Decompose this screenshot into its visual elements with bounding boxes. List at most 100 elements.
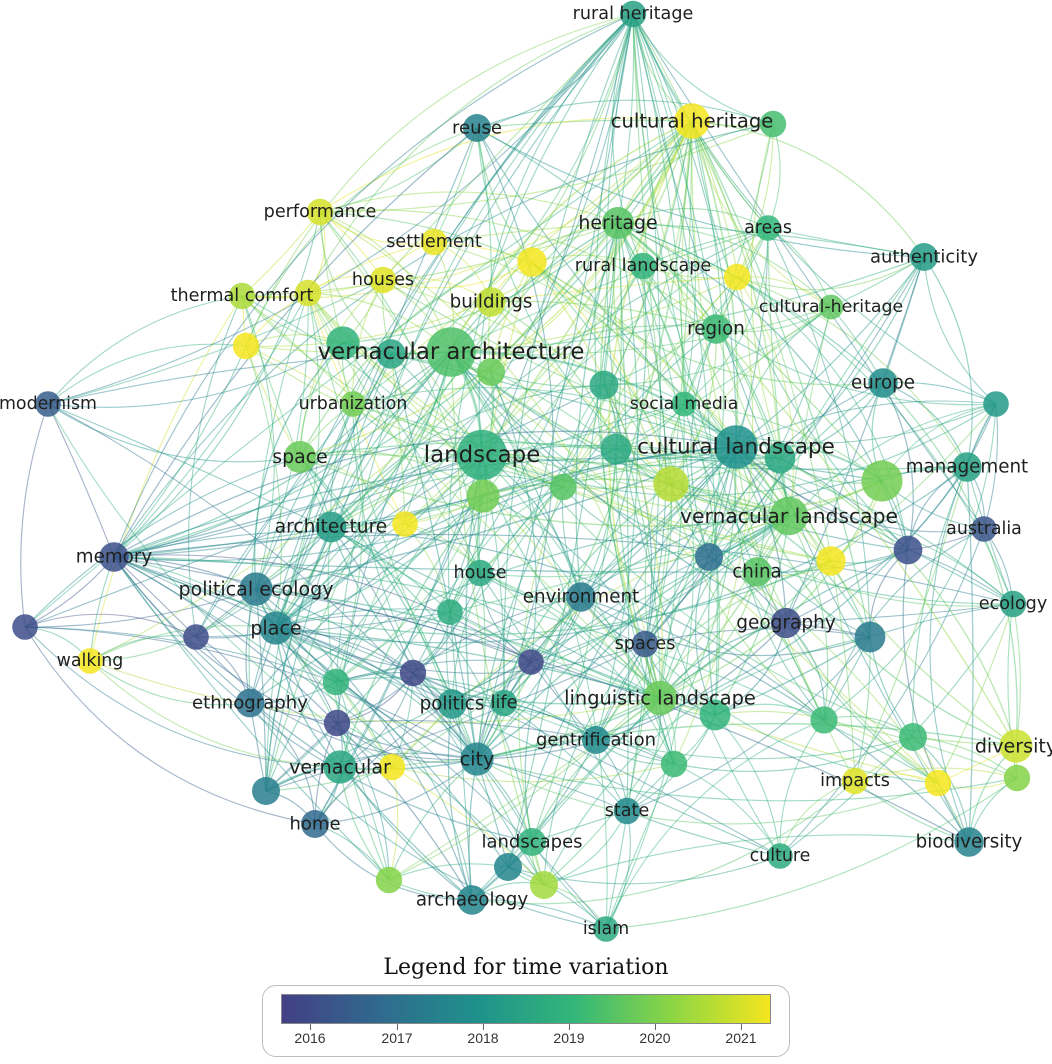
node-g13[interactable] <box>810 706 838 734</box>
node-cultural-heritage-2[interactable] <box>759 110 787 138</box>
node-urbanization[interactable] <box>340 391 366 417</box>
network-edge <box>479 515 790 578</box>
node-cultural-heritage[interactable] <box>674 103 710 139</box>
node-modernism[interactable] <box>35 391 61 417</box>
node-g6[interactable] <box>764 442 796 474</box>
node-g16[interactable] <box>1003 764 1031 792</box>
node-culture[interactable] <box>767 843 793 869</box>
node-p6[interactable] <box>323 709 351 737</box>
node-y6[interactable] <box>378 753 406 781</box>
node-reuse[interactable] <box>463 114 491 142</box>
network-edge <box>670 483 825 721</box>
node-region[interactable] <box>701 314 731 344</box>
node-vernacular-landscape[interactable] <box>769 496 809 536</box>
node-y5[interactable] <box>816 546 846 576</box>
node-australia[interactable] <box>971 516 997 542</box>
node-y1[interactable] <box>517 247 547 277</box>
node-biodiversity[interactable] <box>954 827 984 857</box>
node-l2[interactable] <box>530 871 558 899</box>
node-authenticity[interactable] <box>910 243 938 271</box>
node-houses[interactable] <box>369 266 397 294</box>
node-y2[interactable] <box>723 263 751 291</box>
node-social-media[interactable] <box>671 391 697 417</box>
node-g12[interactable] <box>699 699 731 731</box>
node-spaces[interactable] <box>631 630 659 658</box>
network-edge <box>595 483 673 741</box>
node-g4[interactable] <box>589 370 619 400</box>
node-t1[interactable] <box>294 279 322 307</box>
node-g5[interactable] <box>600 433 632 465</box>
network-edge <box>644 403 685 699</box>
node-g2[interactable] <box>376 339 406 369</box>
node-r1[interactable] <box>983 391 1009 417</box>
node-linguistic-landscape[interactable] <box>642 680 678 716</box>
node-g8[interactable] <box>466 479 500 513</box>
node-memory[interactable] <box>99 542 129 572</box>
node-y3[interactable] <box>232 332 260 360</box>
node-impacts[interactable] <box>841 767 869 795</box>
node-g14[interactable] <box>899 723 927 751</box>
node-vernacular-architecture[interactable] <box>426 327 476 377</box>
node-b3[interactable] <box>494 853 522 881</box>
network-edge <box>611 13 644 267</box>
node-rural-heritage[interactable] <box>619 0 647 28</box>
node-g9[interactable] <box>549 473 577 501</box>
node-b1[interactable] <box>854 621 886 653</box>
node-g15[interactable] <box>660 750 688 778</box>
node-archaeology[interactable] <box>457 885 487 915</box>
node-p3[interactable] <box>183 624 209 650</box>
node-cultural-landscape[interactable] <box>714 425 758 469</box>
node-political-ecology[interactable] <box>239 572 273 606</box>
node-buildings[interactable] <box>476 287 506 317</box>
node-space[interactable] <box>284 441 316 473</box>
node-house[interactable] <box>466 559 494 587</box>
node-ethnography[interactable] <box>235 688 265 718</box>
node-p2[interactable] <box>12 614 38 640</box>
node-vernacular[interactable] <box>323 750 357 784</box>
node-g10[interactable] <box>437 599 463 625</box>
node-politics[interactable] <box>437 689 467 719</box>
node-europe[interactable] <box>868 368 898 398</box>
node-p5[interactable] <box>518 649 544 675</box>
node-environment[interactable] <box>566 582 596 612</box>
node-settlement[interactable] <box>420 228 448 256</box>
node-landscape[interactable] <box>456 429 508 481</box>
node-islam[interactable] <box>593 916 619 942</box>
node-geography[interactable] <box>770 607 802 639</box>
node-place[interactable] <box>259 611 293 645</box>
node-thermal-comfort[interactable] <box>228 282 256 310</box>
node-l1[interactable] <box>653 466 689 502</box>
network-edge <box>450 120 693 353</box>
node-ecology[interactable] <box>999 590 1027 618</box>
node-g11[interactable] <box>322 668 350 696</box>
node-g17[interactable] <box>375 866 403 894</box>
network-edge <box>580 596 675 765</box>
node-g7[interactable] <box>861 460 903 502</box>
node-c1[interactable] <box>695 543 723 571</box>
node-walking[interactable] <box>77 648 103 674</box>
node-areas[interactable] <box>755 215 781 241</box>
node-g3[interactable] <box>477 358 505 386</box>
node-g1[interactable] <box>326 326 360 360</box>
node-city[interactable] <box>460 742 494 776</box>
node-rural-landscape[interactable] <box>629 252 657 280</box>
node-performance[interactable] <box>306 198 334 226</box>
node-architecture[interactable] <box>315 511 347 543</box>
network-edge <box>275 227 769 629</box>
node-gentrification[interactable] <box>582 726 610 754</box>
node-cultural-heritage3[interactable] <box>818 294 844 320</box>
node-state[interactable] <box>613 797 641 825</box>
node-p1[interactable] <box>893 535 923 565</box>
node-y7[interactable] <box>924 769 952 797</box>
node-p4[interactable] <box>399 659 427 687</box>
node-y4[interactable] <box>392 511 418 537</box>
node-china[interactable] <box>742 557 772 587</box>
node-management[interactable] <box>952 452 982 482</box>
node-heritage[interactable] <box>602 207 634 239</box>
node-diversity[interactable] <box>999 729 1033 763</box>
node-home[interactable] <box>301 810 329 838</box>
network-edge <box>503 702 628 812</box>
node-life[interactable] <box>490 689 518 717</box>
node-b2[interactable] <box>252 777 280 805</box>
node-landscapes[interactable] <box>518 828 546 856</box>
